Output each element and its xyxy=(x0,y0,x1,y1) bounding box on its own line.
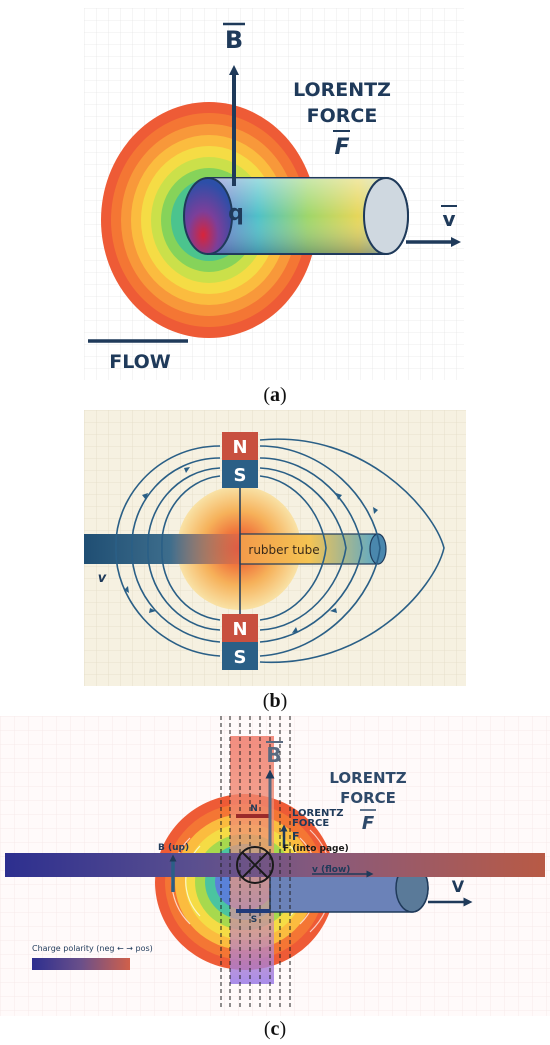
south-label: S xyxy=(251,915,257,925)
f-label: F xyxy=(362,813,375,834)
panel-c: N S B LORENTZ FORCE F LORENTZ FORCE F F … xyxy=(0,716,550,1016)
charge-label: q xyxy=(228,201,244,226)
tube xyxy=(183,177,409,255)
b-up-label: B (up) xyxy=(158,843,189,853)
caption-b: (b) xyxy=(262,690,288,712)
small-f-label: F xyxy=(292,830,300,843)
v-label: v xyxy=(442,207,455,231)
lorentz-label-line2: FORCE xyxy=(307,105,378,127)
panel-b: rubber tube v xyxy=(84,410,466,686)
small-lorentz-line2: FORCE xyxy=(292,818,329,829)
b-label: B xyxy=(266,743,281,767)
panel-c-diagram: N S B LORENTZ FORCE F LORENTZ FORCE F F … xyxy=(0,716,550,1016)
rubber-tube xyxy=(239,533,379,565)
caption-c: (c) xyxy=(263,1018,287,1040)
small-lorentz-line1: LORENTZ xyxy=(292,808,344,819)
v-label: V xyxy=(452,877,465,896)
horizontal-bar xyxy=(5,853,545,877)
into-page-label: F (into page) xyxy=(283,844,349,854)
north-bar xyxy=(236,814,270,818)
field-lines xyxy=(115,438,445,663)
top-magnet: N S xyxy=(222,432,258,488)
panel-b-diagram: rubber tube v xyxy=(84,410,466,686)
bottom-magnet-south-label: S xyxy=(234,647,247,668)
south-bar xyxy=(236,909,270,913)
lorentz-label-line1: LORENTZ xyxy=(329,769,406,787)
v-flow-label: v (flow) xyxy=(312,865,350,875)
v-label: v xyxy=(98,571,107,586)
top-magnet-north-label: N xyxy=(232,437,247,458)
f-label: F xyxy=(334,135,349,160)
panel-a: B q LORENTZ FORCE F v FLOW xyxy=(84,8,464,380)
bottom-magnet-north-label: N xyxy=(232,619,247,640)
field-arrowheads xyxy=(124,467,378,633)
crossed-circle-icon xyxy=(236,846,274,884)
legend-label: Charge polarity (neg ← → pos) xyxy=(32,944,153,953)
lorentz-label-line2: FORCE xyxy=(340,789,396,807)
lorentz-label-line1: LORENTZ xyxy=(293,79,391,101)
flow-label: FLOW xyxy=(109,351,171,373)
caption-a: (a) xyxy=(263,384,287,406)
top-magnet-south-label: S xyxy=(234,465,247,486)
tube-label: rubber tube xyxy=(248,543,319,557)
b-label: B xyxy=(225,26,243,54)
north-label: N xyxy=(250,804,258,814)
panel-a-diagram: B q LORENTZ FORCE F v FLOW xyxy=(84,8,464,380)
legend-gradient xyxy=(32,958,130,970)
bottom-magnet: N S xyxy=(222,614,258,670)
